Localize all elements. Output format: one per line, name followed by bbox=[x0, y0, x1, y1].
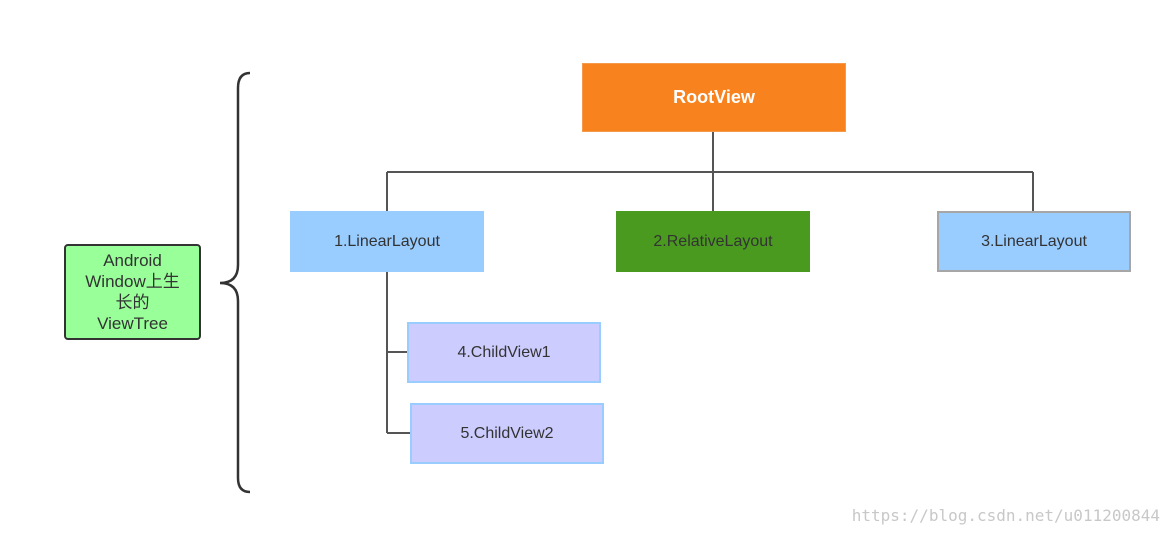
relative-layout-2-node: 2.RelativeLayout bbox=[616, 211, 810, 272]
root-view-node: RootView bbox=[583, 64, 845, 131]
viewtree-side-label: Android Window上生 长的 ViewTree bbox=[64, 244, 201, 340]
child-view-1-label: 4.ChildView1 bbox=[457, 343, 551, 361]
child-view-2-label: 5.ChildView2 bbox=[460, 424, 554, 442]
relative-layout-2-label: 2.RelativeLayout bbox=[653, 232, 773, 250]
curly-brace bbox=[219, 71, 251, 494]
linear-layout-1-node: 1.LinearLayout bbox=[290, 211, 484, 272]
viewtree-side-label-text: Android Window上生 长的 ViewTree bbox=[85, 251, 180, 333]
child-view-2-node: 5.ChildView2 bbox=[410, 403, 604, 464]
child-view-1-node: 4.ChildView1 bbox=[407, 322, 601, 383]
linear-layout-1-label: 1.LinearLayout bbox=[334, 232, 440, 250]
root-view-label: RootView bbox=[673, 87, 755, 107]
watermark-url: https://blog.csdn.net/u011200844 bbox=[851, 506, 1160, 525]
linear-layout-3-label: 3.LinearLayout bbox=[981, 232, 1087, 250]
linear-layout-3-node: 3.LinearLayout bbox=[937, 211, 1131, 272]
